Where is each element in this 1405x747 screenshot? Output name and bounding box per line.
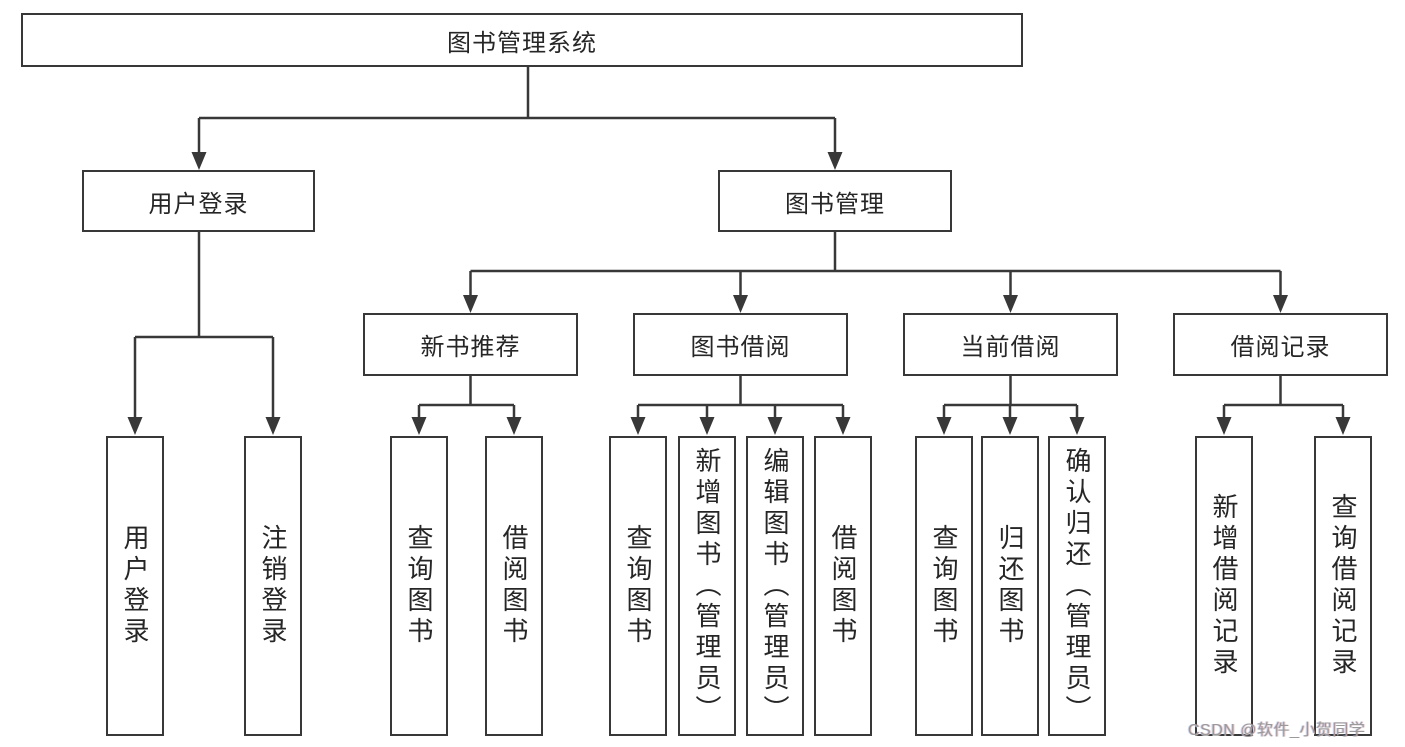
node-book-management-label: 图书管理	[785, 190, 885, 218]
node-new-book-recommend-label: 新书推荐	[420, 334, 521, 361]
node-book-borrowing-label: 图书借阅	[690, 334, 791, 361]
node-current-borrowing: 当前借阅	[903, 313, 1118, 376]
csdn-watermark: CSDN @软件_小贺同学	[1188, 722, 1366, 739]
node-current-borrowing-label: 当前借阅	[960, 334, 1061, 361]
leaf-borrow-books-2-label: 借阅图书	[828, 524, 858, 648]
leaf-logout: 注销登录	[244, 436, 302, 736]
leaf-query-borrow-record: 查询借阅记录	[1314, 436, 1372, 736]
leaf-borrow-books-1-label: 借阅图书	[499, 524, 529, 648]
leaf-add-books-admin: 新增图书（管理员）	[678, 436, 736, 736]
leaf-borrow-books-2: 借阅图书	[814, 436, 872, 736]
leaf-return-books-label: 归还图书	[995, 524, 1025, 648]
leaf-query-books-1: 查询图书	[390, 436, 448, 736]
leaf-user-login-label: 用户登录	[120, 524, 150, 648]
leaf-query-books-3-label: 查询图书	[929, 524, 959, 648]
node-user-login: 用户登录	[82, 170, 315, 232]
tree-edges	[133, 67, 1345, 419]
leaf-query-books-1-label: 查询图书	[404, 524, 434, 648]
node-user-login-label: 用户登录	[148, 190, 249, 218]
leaf-return-books: 归还图书	[981, 436, 1039, 736]
leaf-confirm-return-admin: 确认归还（管理员）	[1048, 436, 1106, 736]
leaf-query-borrow-record-label: 查询借阅记录	[1328, 493, 1358, 679]
leaf-edit-books-admin-label: 编辑图书（管理员）	[760, 446, 790, 726]
leaf-query-books-3: 查询图书	[915, 436, 973, 736]
leaf-confirm-return-admin-label: 确认归还（管理员）	[1062, 446, 1092, 726]
node-book-management: 图书管理	[718, 170, 952, 232]
node-root-system-label: 图书管理系统	[447, 29, 597, 57]
leaf-add-borrow-record-label: 新增借阅记录	[1209, 493, 1239, 679]
leaf-user-login: 用户登录	[106, 436, 164, 736]
node-borrowing-records-label: 借阅记录	[1230, 334, 1331, 361]
leaf-query-books-2: 查询图书	[609, 436, 667, 736]
leaf-add-books-admin-label: 新增图书（管理员）	[692, 446, 722, 726]
leaf-logout-label: 注销登录	[258, 524, 288, 648]
leaf-borrow-books-1: 借阅图书	[485, 436, 543, 736]
node-new-book-recommend: 新书推荐	[363, 313, 578, 376]
node-book-borrowing: 图书借阅	[633, 313, 848, 376]
leaf-add-borrow-record: 新增借阅记录	[1195, 436, 1253, 736]
leaf-query-books-2-label: 查询图书	[623, 524, 653, 648]
node-borrowing-records: 借阅记录	[1173, 313, 1388, 376]
leaf-edit-books-admin: 编辑图书（管理员）	[746, 436, 804, 736]
node-root-system: 图书管理系统	[21, 13, 1023, 67]
